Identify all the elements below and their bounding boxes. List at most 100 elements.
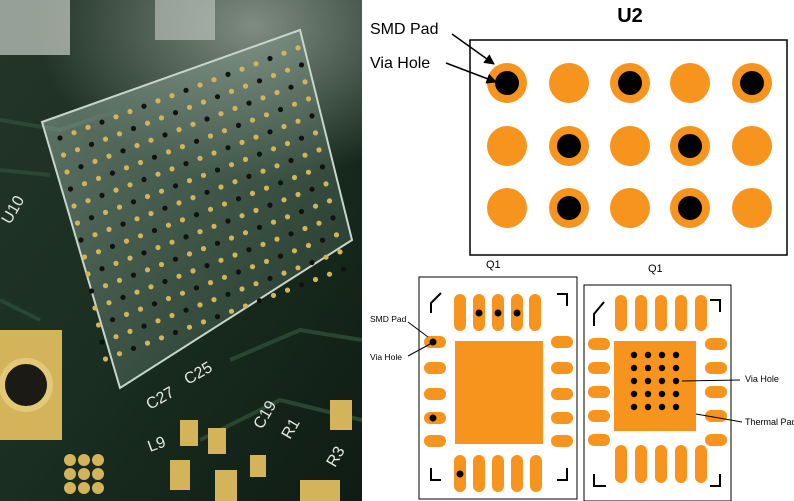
bga-pad [169, 166, 175, 172]
bga-pad [284, 140, 291, 147]
bga-pad [260, 95, 266, 101]
bga-pad [151, 301, 158, 307]
bga-pad [127, 108, 133, 115]
bga-pad [242, 83, 249, 89]
pin-right [705, 434, 727, 446]
thermal-via [644, 351, 652, 359]
bga-pad [102, 356, 109, 362]
bga-pad [165, 295, 172, 302]
bga-pad [302, 79, 308, 85]
bga-pad [270, 219, 277, 225]
bga-pad [221, 201, 228, 207]
bga-pad [200, 99, 207, 105]
bga-pad [228, 308, 235, 314]
thermal-via [644, 390, 652, 398]
bga-pad [204, 189, 210, 195]
bga-pad [190, 268, 196, 274]
smd-pad-label: SMD Pad [370, 21, 438, 38]
thermal-via [658, 377, 666, 385]
bga-pad [270, 72, 277, 79]
via-hole [678, 134, 702, 158]
bga-pad [186, 178, 193, 184]
bga-pad [249, 264, 256, 270]
bga-pad [337, 249, 343, 255]
bga-pad [176, 200, 182, 206]
pin-right [551, 412, 573, 424]
pin-top [655, 295, 667, 331]
smd-pad-arrow [451, 33, 495, 65]
bga-pad [298, 208, 305, 215]
bga-pad [277, 106, 284, 113]
bga-pad [148, 137, 154, 143]
smd-gold-pads [170, 400, 352, 501]
bga-pad [225, 291, 231, 297]
bga-pad [144, 120, 151, 126]
thermal-via [630, 351, 638, 359]
thermal-via-grid [630, 351, 680, 411]
pin-right [705, 386, 727, 398]
bga-pad [85, 124, 91, 130]
right-via-hole-label: Via Hole [745, 374, 779, 384]
bga-pad [267, 275, 273, 281]
bga-pad [88, 215, 95, 221]
via-hole [618, 71, 642, 95]
thermal-via [658, 403, 666, 411]
bga-pad [298, 135, 305, 141]
thermal-pad [614, 341, 696, 431]
bga-pad [130, 199, 137, 205]
bga-pad [113, 187, 119, 193]
bga-pad [235, 269, 242, 275]
bga-pad [281, 123, 287, 130]
bga-pad [256, 151, 263, 157]
smd-pad [487, 188, 527, 228]
bga-pad [155, 318, 161, 324]
bga-pad [204, 116, 210, 122]
bga-pad [316, 220, 322, 226]
bga-pad [225, 145, 231, 151]
bga-pad [120, 148, 126, 154]
bga-pad [260, 241, 266, 247]
bga-pad [78, 164, 84, 170]
pin-left [424, 362, 446, 374]
left-via-hole-label: Via Hole [370, 352, 402, 362]
pin-left [424, 435, 446, 447]
pcb-photo: U10 C27 C25 L9 C19 R1 R3 [0, 0, 362, 501]
bga-pad [109, 317, 116, 323]
bga-pad [263, 112, 270, 118]
bga-pad [99, 339, 105, 345]
bga-pad [221, 274, 228, 280]
bga-pad [284, 214, 291, 220]
bga-pad [116, 277, 123, 283]
bga-pad [99, 192, 105, 198]
bga-pad [316, 147, 322, 153]
bga-pad [249, 117, 256, 123]
bga-pad [71, 203, 77, 209]
bga-pad [123, 311, 130, 317]
bga-pad [99, 119, 105, 125]
bga-pad [253, 281, 259, 287]
bga-pad [127, 182, 133, 188]
bga-pad [176, 127, 182, 133]
bga-pad [281, 197, 287, 203]
bga-pad [95, 249, 102, 255]
pin-bottom [530, 455, 542, 492]
pin-bottom [695, 445, 707, 483]
bga-pad [295, 191, 301, 198]
bga-pad [130, 125, 137, 132]
bga-pad [99, 266, 105, 272]
bga-pad [95, 322, 102, 328]
bga-pad [319, 164, 326, 170]
bga-pad [235, 122, 242, 128]
pin-left [588, 338, 610, 350]
left-corner-marks [430, 292, 568, 481]
bga-pad [85, 198, 91, 204]
bga-pad [295, 45, 301, 51]
pin-top [454, 294, 466, 331]
bga-pad [207, 133, 214, 139]
bga-pad [218, 111, 224, 117]
bga-pad [197, 302, 203, 308]
via-hole [678, 196, 702, 220]
pad-diagram: U2 SMD Pad Via Hole Q1 Q1 SMD Pad Via Ho… [370, 5, 794, 501]
bga-pad [218, 257, 224, 263]
bga-pad [95, 175, 102, 181]
